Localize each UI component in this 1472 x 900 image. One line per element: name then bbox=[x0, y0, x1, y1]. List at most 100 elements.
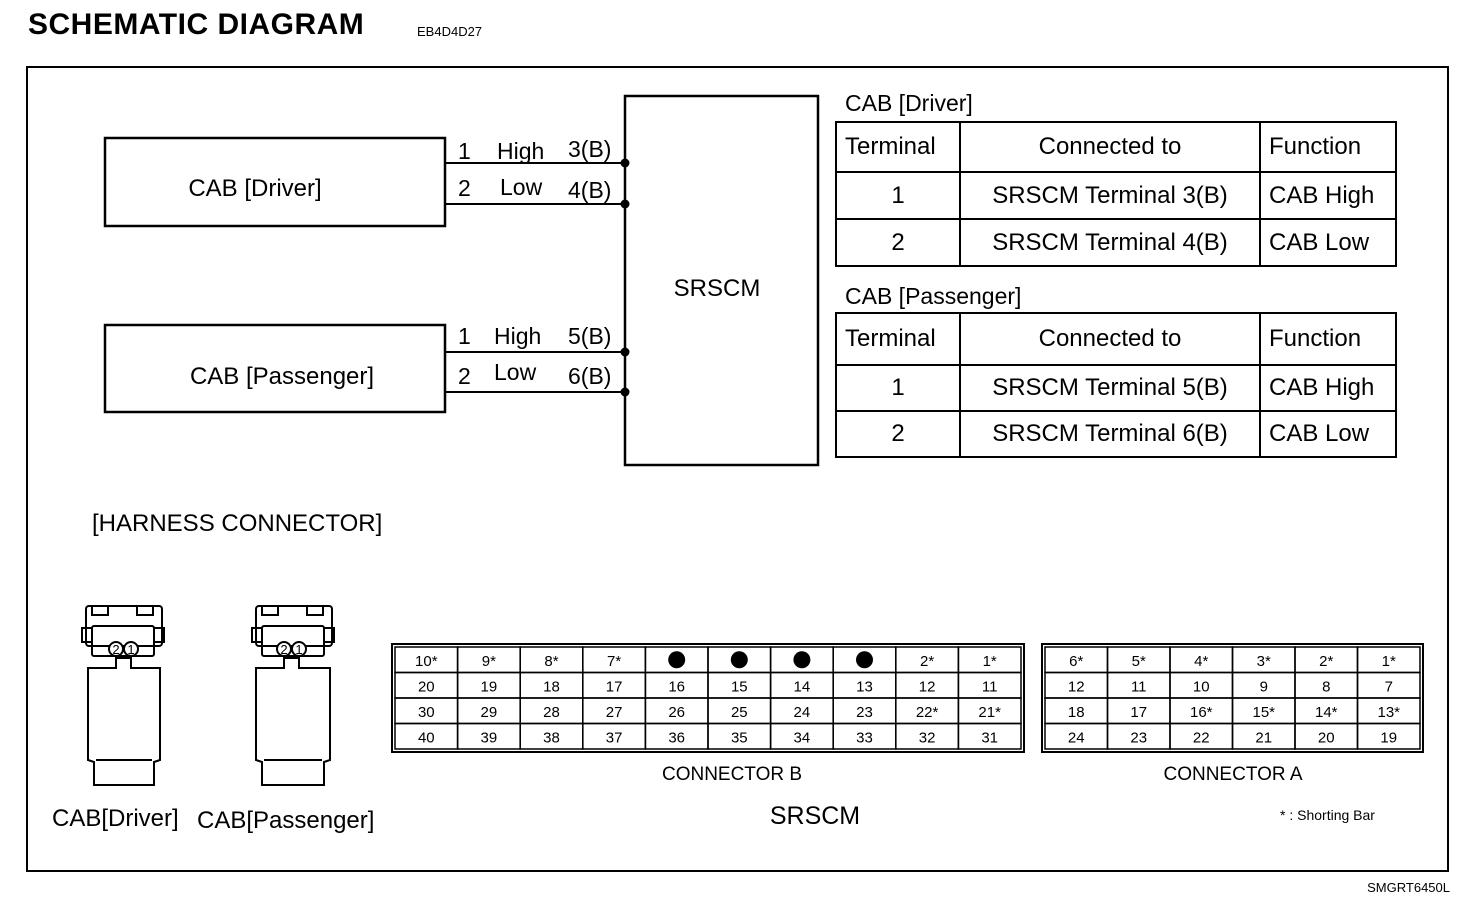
connector-b-outer-border bbox=[391, 643, 1025, 753]
driver-low-junction bbox=[620, 199, 630, 209]
connector-a-pin-label: 24 bbox=[1068, 729, 1085, 746]
passenger-high-name: High bbox=[494, 323, 541, 349]
connector-a-pin-label: 15* bbox=[1252, 704, 1275, 721]
harness-connector-heading: [HARNESS CONNECTOR] bbox=[92, 510, 382, 537]
connector-b-empty-pin-dot bbox=[668, 651, 686, 669]
connector-b-pin-label: 7* bbox=[607, 653, 621, 670]
table-cell-terminal: 2 bbox=[835, 218, 961, 267]
connector-b-pin-label: 17 bbox=[606, 678, 623, 695]
connector-b-pin-label: 26 bbox=[668, 704, 685, 721]
table-cell-connected-to: SRSCM Terminal 5(B) bbox=[959, 364, 1261, 412]
connector-b-empty-pin-dot bbox=[856, 651, 873, 669]
connector-b-pin-label: 29 bbox=[481, 704, 498, 721]
connector-b-pin-label: 27 bbox=[606, 704, 623, 721]
connector-a-pin-label: 9 bbox=[1260, 678, 1268, 695]
passenger-high-junction bbox=[620, 347, 630, 357]
srscm-connector-label: SRSCM bbox=[770, 802, 860, 830]
connector-a-pin-label: 20 bbox=[1318, 729, 1335, 746]
connector-b-pin-label: 40 bbox=[418, 729, 435, 746]
connector-a-pin-label: 18 bbox=[1068, 704, 1085, 721]
driver-low-terminal: 4(B) bbox=[568, 177, 611, 203]
connector-b-pin-label: 39 bbox=[481, 729, 498, 746]
table-header-connected-to: Connected to bbox=[959, 312, 1261, 366]
connector-b-pin-label: 21* bbox=[978, 704, 1001, 721]
driver-table-caption: CAB [Driver] bbox=[845, 90, 973, 116]
driver-low-name: Low bbox=[500, 174, 543, 200]
connector-b-pin-label: 37 bbox=[606, 729, 623, 746]
driver-high-junction bbox=[620, 158, 630, 168]
passenger-low-pin: 2 bbox=[458, 363, 471, 389]
table-header-row: Terminal Connected to Function bbox=[835, 312, 1397, 366]
cab-driver-connector bbox=[81, 605, 165, 786]
connector-b-pin-label: 24 bbox=[794, 704, 811, 721]
table-cell-terminal: 1 bbox=[835, 171, 961, 220]
cab-driver-pin-2: 2 bbox=[112, 642, 119, 657]
cab-passenger-connector bbox=[251, 605, 335, 786]
shorting-bar-note: * : Shorting Bar bbox=[1280, 807, 1375, 823]
diagram-frame bbox=[26, 66, 1449, 872]
cab-driver-box bbox=[103, 136, 447, 228]
connector-b-pin-label: 11 bbox=[982, 678, 998, 695]
cab-passenger-connector-label: CAB[Passenger] bbox=[197, 807, 374, 834]
connector-b-empty-pin-dot bbox=[793, 651, 811, 669]
connector-a-pin-label: 6* bbox=[1069, 653, 1083, 670]
page-title: SCHEMATIC DIAGRAM bbox=[28, 8, 365, 41]
driver-high-name: High bbox=[497, 138, 544, 164]
connector-b-pin-label: 20 bbox=[418, 678, 435, 695]
connector-b-pin-label: 14 bbox=[794, 678, 811, 695]
connector-a-pin-label: 23 bbox=[1130, 729, 1147, 746]
driver-high-pin: 1 bbox=[458, 138, 471, 164]
connector-a-label: CONNECTOR A bbox=[1163, 764, 1302, 785]
srscm-module-box bbox=[623, 94, 820, 467]
table-cell-terminal: 2 bbox=[835, 410, 961, 458]
table-row: 1 SRSCM Terminal 3(B) CAB High bbox=[835, 171, 1397, 220]
connector-b-pin-label: 38 bbox=[543, 729, 560, 746]
connector-b-pin-label: 32 bbox=[919, 729, 936, 746]
connector-b-pin-label: 18 bbox=[543, 678, 560, 695]
driver-terminal-table: Terminal Connected to Function 1 SRSCM T… bbox=[835, 121, 1397, 267]
connector-b-pin-label: 10* bbox=[415, 653, 438, 670]
connector-a-pin-label: 8 bbox=[1322, 678, 1330, 695]
table-cell-function: CAB High bbox=[1259, 171, 1397, 220]
table-row: 2 SRSCM Terminal 4(B) CAB Low bbox=[835, 218, 1397, 267]
cab-passenger-box bbox=[103, 323, 447, 414]
cab-passenger-pin-1: 1 bbox=[295, 642, 302, 657]
table-header-terminal: Terminal bbox=[835, 121, 961, 173]
cab-driver-pin-1: 1 bbox=[127, 642, 134, 657]
footer-code: SMGRT6450L bbox=[1367, 880, 1450, 895]
connector-a-pin-label: 2* bbox=[1319, 653, 1333, 670]
cab-passenger-pin-2: 2 bbox=[280, 642, 287, 657]
table-cell-function: CAB Low bbox=[1259, 218, 1397, 267]
passenger-low-junction bbox=[620, 387, 630, 397]
table-row: 2 SRSCM Terminal 6(B) CAB Low bbox=[835, 410, 1397, 458]
connector-a-pin-label: 7 bbox=[1385, 678, 1393, 695]
driver-low-pin: 2 bbox=[458, 175, 471, 201]
connector-b-pin-label: 15 bbox=[731, 678, 748, 695]
connector-a-pin-label: 22 bbox=[1193, 729, 1210, 746]
table-header-terminal: Terminal bbox=[835, 312, 961, 366]
connector-a-pin-label: 13* bbox=[1377, 704, 1400, 721]
connector-b-pin-label: 35 bbox=[731, 729, 748, 746]
passenger-table-caption: CAB [Passenger] bbox=[845, 283, 1022, 309]
connector-a-pin-label: 3* bbox=[1257, 653, 1271, 670]
connector-a-pin-label: 1* bbox=[1382, 653, 1396, 670]
table-header-function: Function bbox=[1259, 312, 1397, 366]
connector-a-pin-label: 10 bbox=[1193, 678, 1210, 695]
table-header-row: Terminal Connected to Function bbox=[835, 121, 1397, 173]
table-header-function: Function bbox=[1259, 121, 1397, 173]
connector-a-pin-label: 12 bbox=[1068, 678, 1085, 695]
connector-b-cell bbox=[957, 722, 1022, 750]
connector-b-pin-label: 33 bbox=[856, 729, 873, 746]
connector-b-empty-pin-dot bbox=[730, 651, 748, 669]
table-row: 1 SRSCM Terminal 5(B) CAB High bbox=[835, 364, 1397, 412]
connector-a-pin-label: 19 bbox=[1380, 729, 1397, 746]
connector-b-pin-label: 13 bbox=[856, 678, 873, 695]
connector-b-pin-label: 31 bbox=[981, 729, 998, 746]
table-cell-connected-to: SRSCM Terminal 4(B) bbox=[959, 218, 1261, 267]
table-cell-terminal: 1 bbox=[835, 364, 961, 412]
connector-b-pin-label: 23 bbox=[856, 704, 873, 721]
connector-b-pin-label: 16 bbox=[668, 678, 685, 695]
connector-a-pin-label: 11 bbox=[1131, 678, 1147, 695]
srscm-module-label: SRSCM bbox=[674, 275, 761, 302]
